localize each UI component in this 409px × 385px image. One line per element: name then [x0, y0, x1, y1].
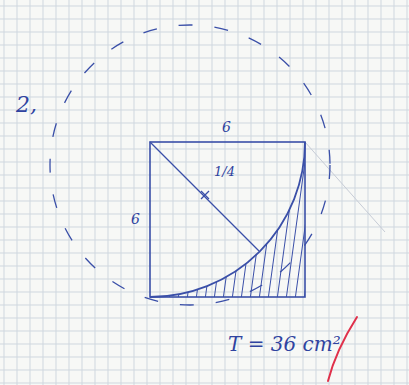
hatch-line: [232, 140, 254, 300]
hatch-line: [187, 140, 209, 300]
dashed-circle: [50, 25, 330, 305]
grid-line: [0, 240, 409, 241]
fraction-label: 1/4: [214, 165, 235, 178]
grid-line: [0, 227, 409, 228]
problem-number: 2,: [16, 94, 37, 116]
hatch-line: [250, 140, 272, 300]
hatch-line: [178, 140, 200, 300]
hatching: [160, 140, 344, 300]
hatch-line: [160, 140, 182, 300]
center-mark: [201, 191, 209, 199]
grid-line: [0, 97, 409, 98]
grid-line: [0, 110, 409, 111]
grid-line: [0, 32, 409, 33]
hatch-line: [259, 140, 281, 300]
grid-line: [0, 84, 409, 85]
hatch-line: [277, 140, 299, 300]
grid-line: [0, 149, 409, 150]
grid-line: [0, 357, 409, 358]
diagonal-line: [150, 142, 259, 251]
hatch-line: [322, 140, 344, 300]
hatch-line: [205, 140, 227, 300]
hatch-line: [304, 140, 326, 300]
result: T = 36 cm²: [228, 334, 341, 354]
hatch-line: [196, 140, 218, 300]
dimension: 6: [222, 120, 231, 134]
grid-line: [0, 19, 409, 20]
grid-line: [0, 383, 409, 384]
grid-line: [0, 58, 409, 59]
grid-line: [0, 344, 409, 345]
grid-line: [0, 214, 409, 215]
hatch-line: [313, 140, 335, 300]
hatch-line: [295, 140, 317, 300]
hatch-line: [286, 140, 308, 300]
hatch-line: [241, 140, 263, 300]
grid-line: [0, 175, 409, 176]
hatch-line: [268, 140, 290, 300]
grid-line: [0, 45, 409, 46]
faint-line: [305, 142, 385, 232]
grid-line: [0, 253, 409, 254]
hatch-line: [214, 140, 236, 300]
grid-line: [0, 279, 409, 280]
grid-line: [0, 162, 409, 163]
hatch-line: [169, 140, 191, 300]
grid-line: [0, 292, 409, 293]
square: [150, 142, 305, 297]
dimension: 6: [131, 212, 140, 226]
grid-line: [0, 266, 409, 267]
grid-line: [0, 201, 409, 202]
grid-line: [0, 188, 409, 189]
grid-line: [0, 71, 409, 72]
grid-line: [0, 6, 409, 7]
grid-line: [0, 123, 409, 124]
grid-line: [0, 370, 409, 371]
grid-line: [0, 305, 409, 306]
grid-line: [0, 136, 409, 137]
grid-line: [0, 318, 409, 319]
quarter-arc: [150, 142, 305, 297]
